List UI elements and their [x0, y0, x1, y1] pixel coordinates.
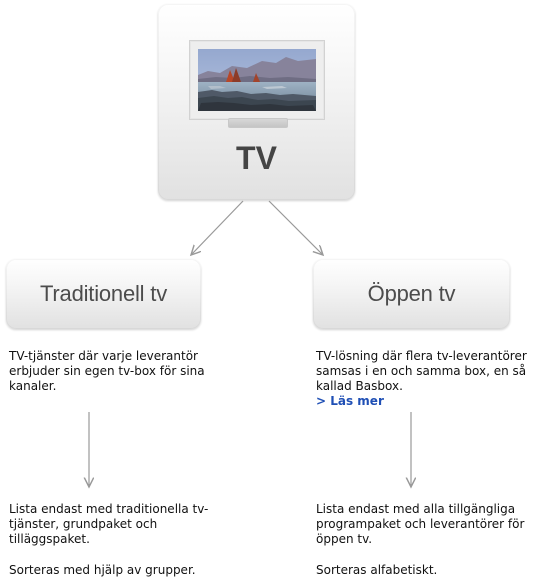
open-tv-sorting: Sorteras alfabetiskt.: [316, 563, 438, 577]
traditional-tv-result: Lista endast med traditionella tv-tjänst…: [9, 502, 209, 546]
tv-category-card[interactable]: TV: [158, 4, 355, 200]
open-tv-result: Lista endast med alla tillgängliga progr…: [316, 502, 525, 546]
open-tv-card[interactable]: Öppen tv: [313, 259, 510, 329]
tv-icon: [189, 40, 325, 120]
traditional-tv-description: TV-tjänster där varje leverantör erbjude…: [9, 349, 205, 393]
traditional-tv-card[interactable]: Traditionell tv: [6, 259, 201, 329]
open-tv-title: Öppen tv: [367, 281, 456, 306]
arrow-down-icon: [191, 200, 244, 255]
tv-screen-image: [198, 49, 316, 111]
traditional-tv-sorting: Sorteras med hjälp av grupper.: [9, 563, 196, 577]
tv-card-title: TV: [236, 140, 277, 176]
open-tv-description-block: TV-lösning där flera tv-leverantörer sam…: [316, 349, 531, 409]
arrow-down-icon: [268, 200, 323, 255]
tv-stand: [228, 118, 288, 128]
read-more-link[interactable]: > Läs mer: [316, 394, 384, 408]
open-tv-description: TV-lösning där flera tv-leverantörer sam…: [316, 349, 527, 393]
traditional-tv-title: Traditionell tv: [39, 281, 167, 306]
